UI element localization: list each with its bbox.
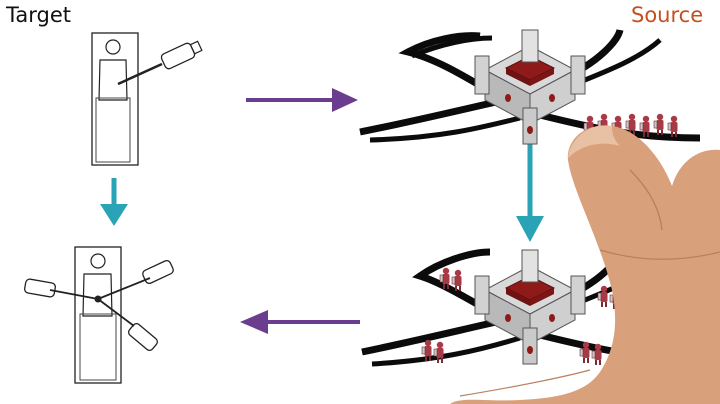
patient-with-multiple-beams-icon xyxy=(23,246,174,384)
castle-with-grouped-army-icon xyxy=(359,28,701,145)
down-arrow-left xyxy=(100,178,128,226)
right-arrow-top xyxy=(246,88,358,112)
presenter-hand-icon xyxy=(450,125,720,404)
patient-with-single-beam-icon xyxy=(91,32,203,166)
source-label: Source xyxy=(631,3,704,27)
down-arrow-right xyxy=(516,140,544,242)
target-label: Target xyxy=(6,3,71,27)
left-arrow-bottom xyxy=(240,310,360,334)
